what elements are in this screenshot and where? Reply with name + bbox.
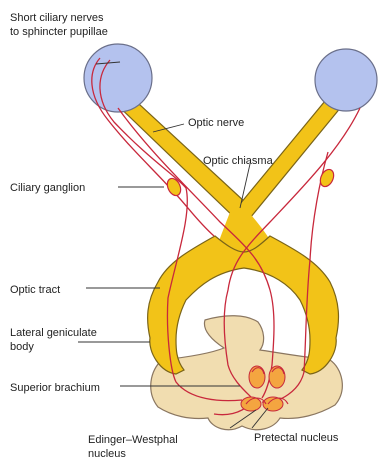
right-ciliary-ganglion [318,167,336,188]
right-edinger-westphal-nucleus [269,366,285,388]
label-optic-chiasma: Optic chiasma [203,155,274,167]
left-ciliary-ganglion [165,176,183,197]
label-edinger-westphal-line2: nucleus [88,448,126,460]
label-lateral-geniculate-line1: Lateral geniculate [10,327,97,339]
label-edinger-westphal-line1: Edinger–Westphal [88,434,178,446]
label-optic-nerve: Optic nerve [188,117,244,129]
label-lateral-geniculate-line2: body [10,341,34,353]
label-superior-brachium: Superior brachium [10,382,100,394]
left-eyeball [84,44,152,112]
label-short-ciliary-nerves-line1: Short ciliary nerves [10,12,104,24]
right-eyeball [315,49,377,111]
label-optic-tract: Optic tract [10,284,60,296]
label-short-ciliary-nerves-line2: to sphincter pupillae [10,26,108,38]
label-pretectal-nucleus: Pretectal nucleus [254,432,339,444]
label-ciliary-ganglion: Ciliary ganglion [10,182,85,194]
left-edinger-westphal-nucleus [249,366,265,388]
